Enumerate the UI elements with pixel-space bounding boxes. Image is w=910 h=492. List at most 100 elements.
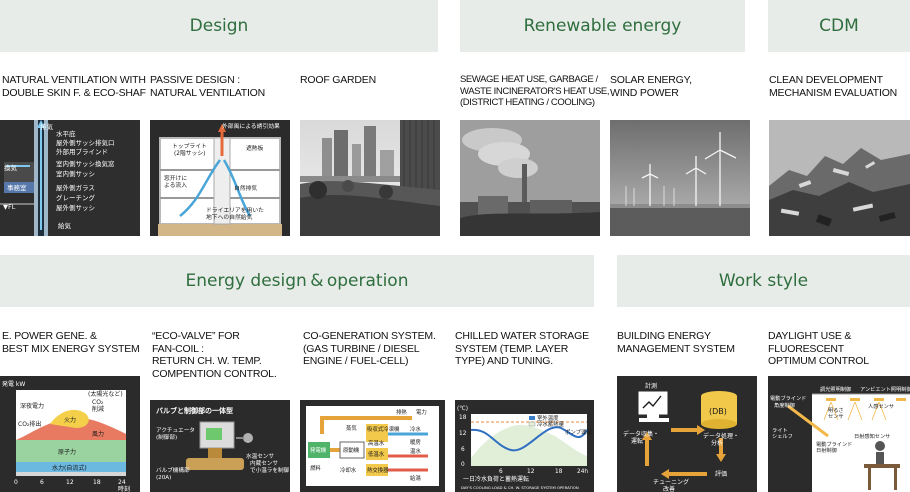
vent-text-4: 外部用ブラインド <box>56 147 108 156</box>
label-natural-ventilation: NATURAL VENTILATION WITH DOUBLE SKIN F. … <box>2 74 146 99</box>
valve-text-2: (制御部) <box>156 433 177 441</box>
banner-cdm-label: CDM <box>819 16 859 36</box>
label-roof-garden: ROOF GARDEN <box>300 74 376 86</box>
vent-text-10: 給気 <box>58 221 72 230</box>
valve-text-4: 内蔵センサ <box>250 459 278 467</box>
banner-renewable-energy: Renewable energy <box>460 0 745 52</box>
day-text-7: センサ <box>828 413 844 420</box>
vent-text-6: 室内側サッシ <box>56 169 95 178</box>
vent-text-7: 屋外側ガラス <box>56 183 95 192</box>
valve-text-1: アクチュエータ <box>156 426 195 434</box>
label-cogeneration: CO-GENERATION SYSTEM. (GAS TURBINE / DIE… <box>303 330 436 367</box>
day-text-12: 日射感知センサ <box>854 432 890 440</box>
power-x-18: 18 <box>93 479 101 486</box>
banner-energy-design: Energy design & operation <box>0 255 594 307</box>
tile-passive-design-diagram: 外部風による誘引効果 トップライト (2階サッシ) 遮熱板 窓开けに よる流入 … <box>150 120 290 236</box>
day-text-6: 明るさ <box>828 407 844 414</box>
chilled-caption-en: DAY'S COOLING LOAD & CH. W. STORAGE SYST… <box>461 485 579 490</box>
day-text-10: 電動ブラインド <box>816 440 852 448</box>
bems-text-6: 評価 <box>715 470 727 478</box>
power-x-6: 6 <box>40 479 44 486</box>
day-text-2: アンビエント照明制御 <box>860 385 910 393</box>
chilled-legend-1: 室外温度 <box>537 414 559 422</box>
label-solar-wind: SOLAR ENERGY, WIND POWER <box>610 74 692 99</box>
cogen-text-5: 冷水 <box>410 425 421 433</box>
label-power-generation: E. POWER GENE. & BEST MIX ENERGY SYSTEM <box>2 330 140 355</box>
passive-text-8: ドライエリアを用いた <box>206 207 264 214</box>
chilled-x-12: 12 <box>527 469 535 475</box>
power-x-unit: 時刻 <box>118 485 130 492</box>
chilled-legend-2: 冷水蓄熱量 <box>537 420 565 428</box>
passive-text-6: よる流入 <box>164 181 187 189</box>
power-text-4: CO₂ <box>92 399 104 406</box>
chilled-y-18: 18 <box>459 415 467 421</box>
incinerator-photo <box>460 120 600 236</box>
vent-text-11: 換気 <box>4 163 18 172</box>
label-daylight: DAYLIGHT USE & FLUORESCENT OPTIMUM CONTR… <box>768 330 869 367</box>
banner-work-style: Work style <box>617 255 910 307</box>
tile-cogeneration-diagram: 排熱 電力 蒸気 吸収式冷凍機 冷水 燃料 発電機 原動機 高温水 暖房 温水 … <box>300 400 445 492</box>
tile-bems-diagram: 計測 (DB) データ収集・ 運転 データ処理・ 分析 評価 チューニング 改善 <box>617 376 757 492</box>
passive-text-3: (2階サッシ) <box>174 149 205 157</box>
passive-text-7: 自然排気 <box>234 184 257 192</box>
cogen-text-3: 蒸気 <box>346 424 357 432</box>
day-text-11: 日射制御 <box>816 446 837 454</box>
banner-renewable-label: Renewable energy <box>523 16 682 36</box>
power-text-5: 削減 <box>92 405 104 413</box>
label-chilled-water: CHILLED WATER STORAGE SYSTEM (TEMP. LAYE… <box>455 330 589 367</box>
chilled-x-18: 18 <box>555 469 563 475</box>
power-text-3: (太陽光など) <box>88 390 123 398</box>
valve-title: バルブと制御部の一体型 <box>156 406 233 415</box>
vent-text-1: 排気 <box>40 122 54 131</box>
valve-text-6: バルブ機構部 <box>156 466 190 474</box>
cogen-text-11: 温水 <box>410 447 421 455</box>
day-text-3: 電動ブラインド <box>770 394 806 402</box>
banner-cdm: CDM <box>768 0 910 52</box>
chilled-y-0: 0 <box>461 462 465 468</box>
bems-text-3: 運転 <box>631 437 643 445</box>
bems-text-1: 計測 <box>645 382 657 390</box>
vent-text-2: 水平庇 <box>56 129 76 138</box>
cogen-text-6: 燃料 <box>310 464 321 472</box>
cogen-text-1: 排熱 <box>396 408 407 416</box>
bems-text-7: チューニング <box>653 478 689 486</box>
cogen-text-15: 冷却水 <box>340 466 357 474</box>
vent-text-3: 屋外側サッシ排気口 <box>56 138 115 147</box>
label-eco-valve: “ECO-VALVE” FOR FAN-COIL : RETURN CH. W.… <box>152 330 277 380</box>
scrap-metal-photo <box>769 120 910 236</box>
valve-text-5: で小温ラを制御 <box>250 466 290 474</box>
bems-text-2: データ収集・ <box>623 430 659 438</box>
power-text-9: 水力(自流式) <box>52 464 87 472</box>
vent-text-5: 室内側サッシ換気窓 <box>56 159 115 168</box>
passive-text-2: トップライト <box>172 143 207 150</box>
valve-text-3: 水温センサ <box>246 452 274 460</box>
roof-garden-photo <box>300 120 440 236</box>
power-text-8: 原子力 <box>58 448 76 456</box>
power-text-2: CO₂排出 <box>18 420 41 428</box>
passive-text-5: 窓开けに <box>164 174 187 182</box>
cogen-text-7: 発電機 <box>310 446 327 454</box>
tile-best-mix-energy-chart: 発電 kW 深夜電力 CO₂排出 (太陽光など) CO₂ 削減 火力 風力 原子… <box>0 376 140 492</box>
chilled-x-6: 6 <box>499 469 503 475</box>
vent-text-8: グレーチング <box>56 193 96 202</box>
chilled-x-24: 24h <box>577 469 588 475</box>
cogen-text-12: 低温水 <box>368 450 385 458</box>
day-text-9: シェルフ <box>772 433 793 440</box>
wind-turbines-photo <box>610 120 750 236</box>
cogen-text-4: 吸収式冷凍機 <box>367 425 400 433</box>
chilled-legend-3: ポンプ運転 <box>565 428 592 436</box>
power-text-unit: 発電 kW <box>2 380 25 388</box>
label-passive-design: PASSIVE DESIGN : NATURAL VENTILATION <box>150 74 266 99</box>
vent-text-9: 屋外側サッシ <box>56 203 95 212</box>
cogen-text-2: 電力 <box>416 408 427 416</box>
banner-work-label: Work style <box>718 271 809 291</box>
cogen-text-9: 高温水 <box>368 439 385 447</box>
bems-text-8: 改善 <box>663 485 675 492</box>
tile-eco-valve: バルブと制御部の一体型 アクチュエータ (制御部) 水温センサ 内蔵センサ で小… <box>150 400 290 492</box>
day-text-4: 角度制御 <box>774 401 795 409</box>
power-text-1: 深夜電力 <box>20 402 44 410</box>
passive-text-4: 遮熱板 <box>246 144 264 152</box>
chilled-caption-jp: 一日冷水負荷と蓄熱運転 <box>463 475 529 483</box>
label-clean-development: CLEAN DEVELOPMENT MECHANISM EVALUATION <box>769 74 898 99</box>
cogen-text-14: 給湯 <box>410 474 421 482</box>
